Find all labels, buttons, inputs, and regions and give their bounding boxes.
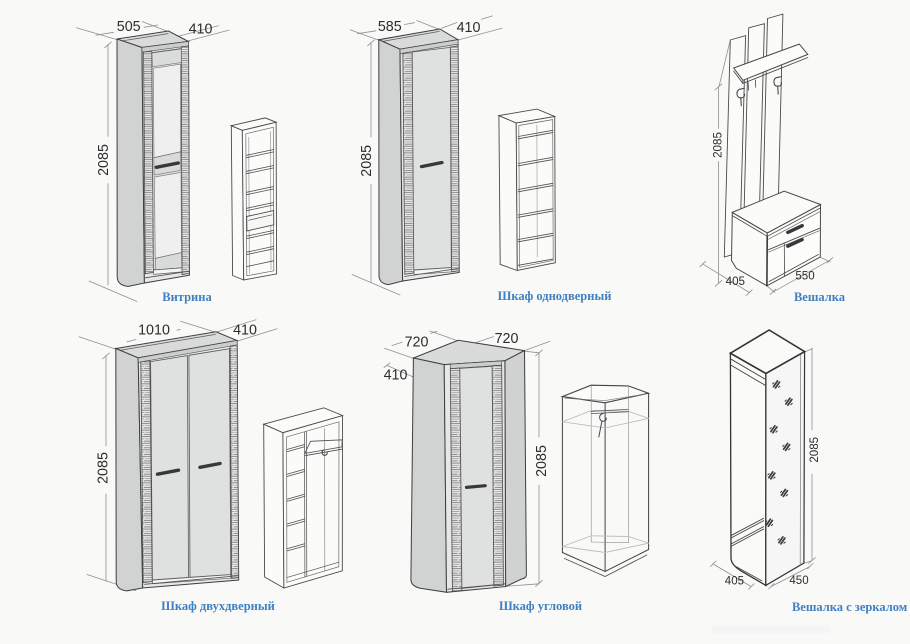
svg-text:720: 720 — [405, 334, 429, 350]
svg-text:Шкаф однодверный: Шкаф однодверный — [498, 289, 612, 303]
svg-text:410: 410 — [189, 22, 213, 38]
svg-text:450: 450 — [789, 575, 808, 587]
svg-text:2085: 2085 — [96, 452, 112, 484]
svg-text:Вешалка с зеркалом: Вешалка с зеркалом — [792, 600, 908, 614]
svg-text:410: 410 — [384, 367, 408, 383]
svg-text:505: 505 — [117, 19, 141, 35]
svg-text:405: 405 — [726, 275, 745, 288]
svg-text:720: 720 — [495, 331, 519, 347]
svg-text:2085: 2085 — [809, 437, 821, 463]
svg-text:2085: 2085 — [96, 144, 112, 176]
svg-text:2085: 2085 — [712, 132, 725, 158]
svg-text:2085: 2085 — [534, 445, 550, 477]
svg-text:Шкаф двухдверный: Шкаф двухдверный — [161, 599, 275, 613]
svg-text:Вешалка: Вешалка — [794, 290, 846, 304]
svg-text:2085: 2085 — [359, 145, 375, 177]
svg-text:550: 550 — [795, 270, 814, 283]
svg-text:410: 410 — [457, 20, 481, 36]
svg-text:Витрина: Витрина — [162, 290, 212, 304]
svg-text:1010: 1010 — [138, 323, 170, 339]
svg-text:585: 585 — [378, 19, 402, 35]
svg-text:Шкаф угловой: Шкаф угловой — [499, 599, 582, 613]
svg-text:410: 410 — [233, 323, 257, 339]
svg-text:405: 405 — [725, 575, 744, 587]
